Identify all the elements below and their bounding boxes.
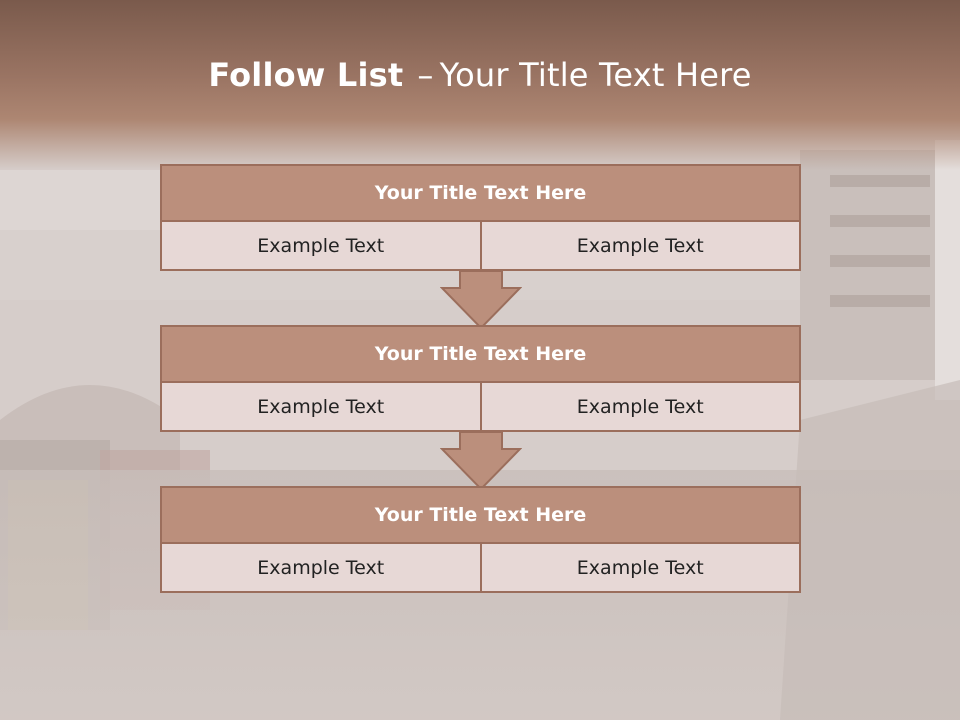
title-bold: Follow List bbox=[208, 56, 404, 94]
box-cell-left: Example Text bbox=[160, 383, 482, 432]
title-dash: – bbox=[417, 56, 434, 94]
follow-list-box-2: Your Title Text Here Example Text Exampl… bbox=[160, 325, 801, 432]
box-title: Your Title Text Here bbox=[160, 325, 801, 383]
down-arrow-icon bbox=[440, 431, 522, 491]
box-cell-right: Example Text bbox=[481, 222, 801, 271]
box-cell-right: Example Text bbox=[481, 544, 801, 593]
follow-list-box-1: Your Title Text Here Example Text Exampl… bbox=[160, 164, 801, 271]
slide-title: Follow List–Your Title Text Here bbox=[0, 56, 960, 94]
box-title: Your Title Text Here bbox=[160, 164, 801, 222]
header-band bbox=[0, 0, 960, 170]
box-title: Your Title Text Here bbox=[160, 486, 801, 544]
box-cell-right: Example Text bbox=[481, 383, 801, 432]
box-cell-left: Example Text bbox=[160, 222, 482, 271]
down-arrow-icon bbox=[440, 270, 522, 330]
title-rest: Your Title Text Here bbox=[439, 56, 752, 94]
box-cell-left: Example Text bbox=[160, 544, 482, 593]
follow-list-box-3: Your Title Text Here Example Text Exampl… bbox=[160, 486, 801, 593]
